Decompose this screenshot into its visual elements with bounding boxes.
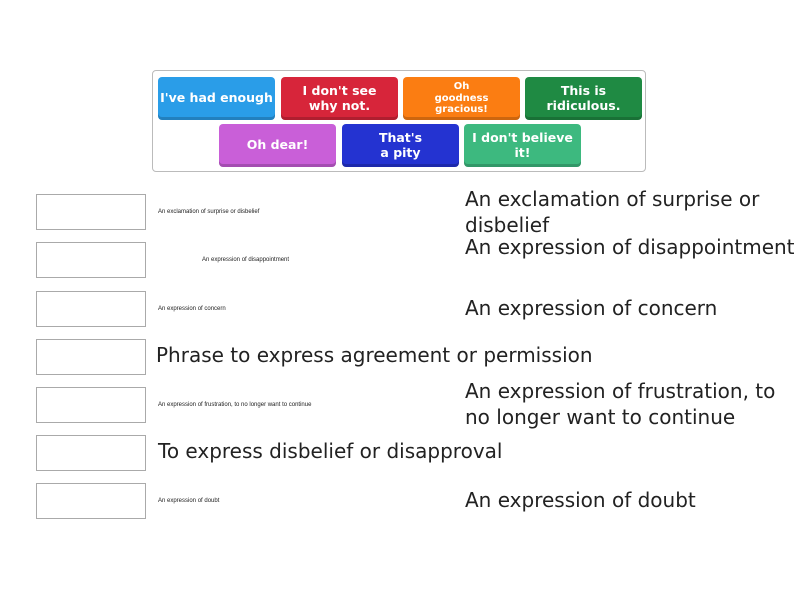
row-definition: An expression of doubt [465,488,696,512]
drop-box[interactable] [36,435,146,471]
tile-thats-a-pity[interactable]: That's a pity [342,124,459,167]
tile-i-dont-believe-it[interactable]: I don't believe it! [464,124,581,167]
drop-box[interactable] [36,339,146,375]
drop-box[interactable] [36,194,146,230]
row-label: An expression of concern [158,306,226,312]
row-label: An exclamation of surprise or disbelief [158,209,260,215]
row-label: To express disbelief or disapproval [158,439,503,463]
drop-box[interactable] [36,483,146,519]
tile-oh-goodness-gracious[interactable]: Oh goodness gracious! [403,77,520,120]
row-definition: An exclamation of surprise or disbelief [465,187,760,237]
row-label: Phrase to express agreement or permissio… [156,343,593,367]
row-definition: An expression of disappointment [465,235,795,259]
row-definition: An expression of frustration, to no long… [465,379,776,429]
tile-i-dont-see-why-not[interactable]: I don't see why not. [281,77,398,120]
phrase-bank [152,70,646,172]
drop-box[interactable] [36,242,146,278]
tile-oh-dear[interactable]: Oh dear! [219,124,336,167]
row-label: An expression of doubt [158,498,220,504]
row-label: An expression of frustration, to no long… [158,402,312,408]
row-definition: An expression of concern [465,296,718,320]
drop-box[interactable] [36,387,146,423]
drop-box[interactable] [36,291,146,327]
row-label: An expression of disappointment [202,257,290,263]
tile-this-is-ridiculous[interactable]: This is ridiculous. [525,77,642,120]
tile-ive-had-enough[interactable]: I've had enough [158,77,275,120]
